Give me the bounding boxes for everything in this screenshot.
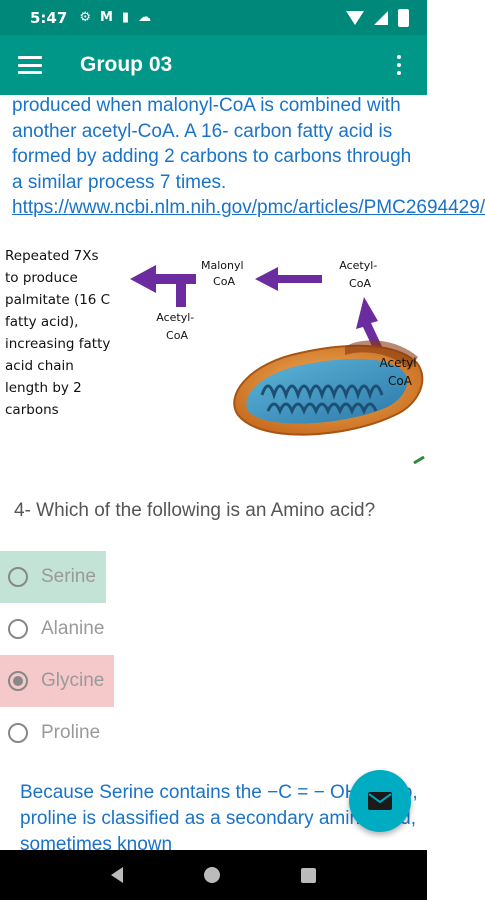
diagram-side-text: Repeated 7Xs to produce palmitate (16 C … xyxy=(5,248,115,418)
option-glycine[interactable]: Glycine xyxy=(0,655,115,707)
option-serine[interactable]: Serine xyxy=(0,551,106,603)
acetyl-coa-mito-label: Acetyl CoA xyxy=(380,356,421,388)
side-line: Repeated 7Xs xyxy=(5,248,99,264)
side-line: fatty acid), xyxy=(5,314,78,330)
app-title: Group 03 xyxy=(80,53,173,76)
side-line: palmitate (16 C xyxy=(5,292,110,308)
more-options-icon[interactable] xyxy=(389,55,409,75)
option-label: Alanine xyxy=(41,618,105,639)
reference-link[interactable]: https://www.ncbi.nlm.nih.gov/pmc/article… xyxy=(12,197,485,218)
question-text: 4- Which of the following is an Amino ac… xyxy=(14,500,376,521)
gear-icon: ⚙ xyxy=(79,10,91,25)
acetyl-coa-top-label: Acetyl- CoA xyxy=(339,259,381,290)
side-line: acid chain xyxy=(5,358,74,374)
hamburger-menu-icon[interactable] xyxy=(18,56,42,74)
option-alanine[interactable]: Alanine xyxy=(0,603,114,655)
fatty-acid-synthesis-diagram: Repeated 7Xs to produce palmitate (16 C … xyxy=(5,248,425,465)
image-edge-mark xyxy=(413,455,425,465)
back-icon[interactable] xyxy=(110,867,123,883)
sim-icon: ▮ xyxy=(121,10,130,25)
app-bar: Group 03 xyxy=(0,35,427,95)
home-icon[interactable] xyxy=(203,867,220,883)
side-line: to produce xyxy=(5,270,78,286)
arrow-to-malonyl xyxy=(255,267,322,291)
acetyl-coa-mid-label: Acetyl- CoA xyxy=(156,311,198,342)
radio-button-selected[interactable] xyxy=(8,671,28,691)
cloud-icon: ☁ xyxy=(138,10,152,25)
side-line: length by 2 xyxy=(5,380,82,396)
system-nav-bar xyxy=(0,850,427,900)
content-area[interactable]: produced when malonyl-CoA is combined wi… xyxy=(0,93,485,855)
option-proline[interactable]: Proline xyxy=(0,707,110,759)
explanation-bottom: Because Serine contains the −C = − OH gr… xyxy=(20,782,418,855)
status-time: 5:47 xyxy=(30,8,68,27)
explanation-top: produced when malonyl-CoA is combined wi… xyxy=(12,93,485,221)
mail-fab-button[interactable] xyxy=(349,770,411,832)
mitochondrion-illustration xyxy=(233,340,424,436)
mail-icon xyxy=(368,792,392,810)
side-line: carbons xyxy=(5,402,59,418)
gmail-icon: M xyxy=(99,10,113,25)
status-bar: 5:47 ⚙ M ▮ ☁ xyxy=(0,0,427,35)
option-label: Proline xyxy=(41,722,101,743)
explanation-top-text: produced when malonyl-CoA is combined wi… xyxy=(12,95,412,193)
option-label: Glycine xyxy=(41,670,105,691)
radio-button[interactable] xyxy=(8,567,28,587)
option-label: Serine xyxy=(41,566,96,587)
radio-button[interactable] xyxy=(8,723,28,743)
side-line: increasing fatty xyxy=(5,336,110,352)
signal-icon xyxy=(374,10,388,25)
malonyl-coa-label: Malonyl CoA xyxy=(201,259,247,288)
arrow-to-palmitate xyxy=(130,265,196,307)
radio-button[interactable] xyxy=(8,619,28,639)
recent-apps-icon[interactable] xyxy=(301,867,317,883)
battery-icon xyxy=(398,8,409,27)
wifi-icon xyxy=(346,10,364,25)
